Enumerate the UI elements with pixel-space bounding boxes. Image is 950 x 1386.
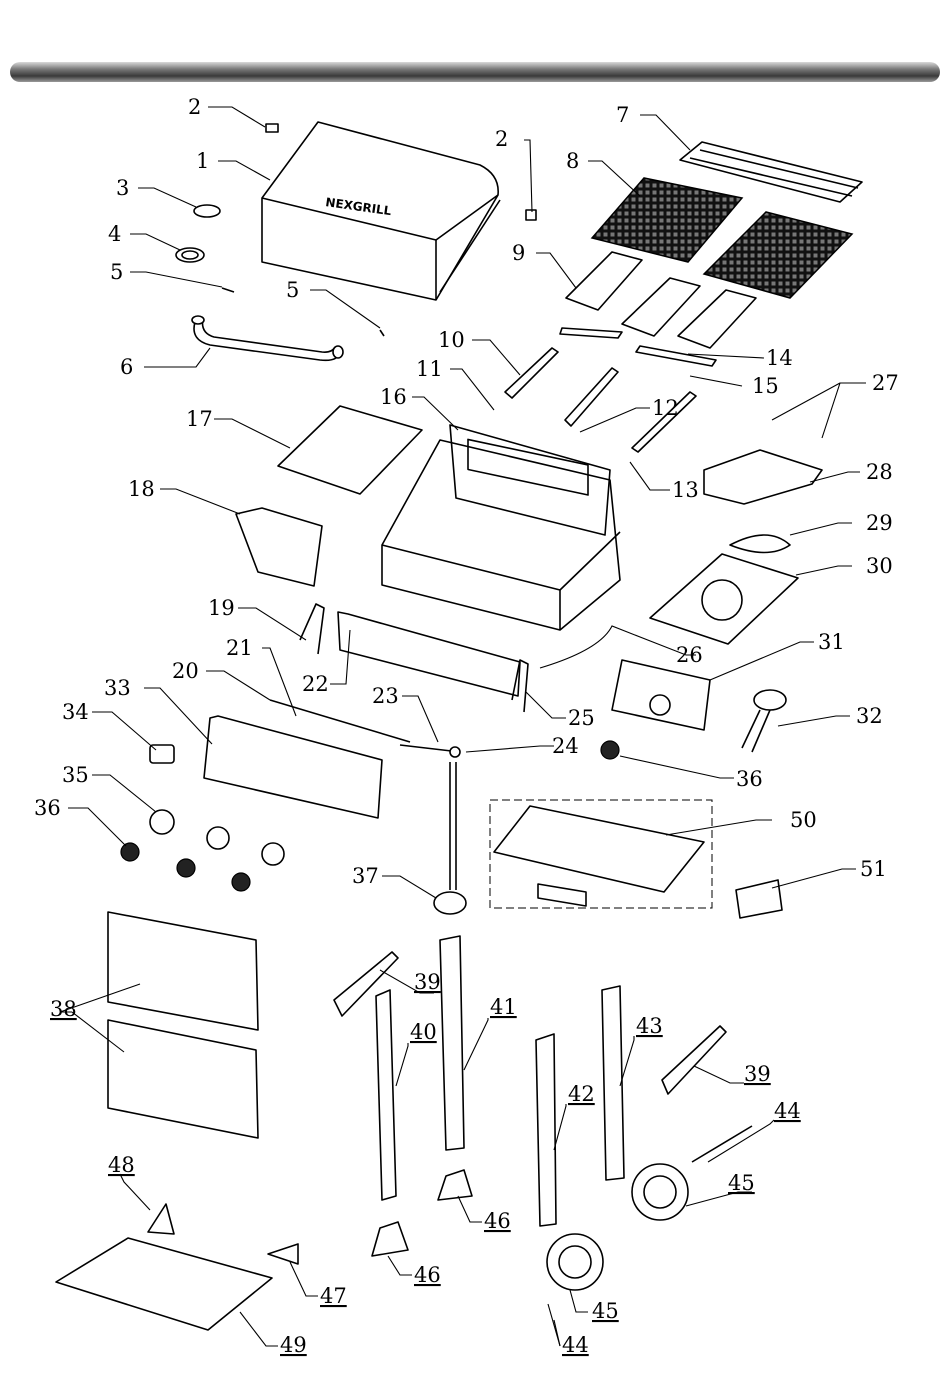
callout-47: 47 [320, 1284, 347, 1308]
callout-7: 7 [616, 103, 629, 127]
callout-51: 51 [860, 857, 887, 881]
callout-28: 28 [866, 460, 893, 484]
callout-43: 43 [636, 1014, 663, 1038]
callout-38: 38 [50, 997, 77, 1021]
callout-45a: 45 [728, 1171, 755, 1195]
callout-34: 34 [62, 700, 89, 724]
callout-37: 37 [352, 864, 379, 888]
part-side-shelf-cover-left [236, 508, 322, 586]
part-regulator [434, 762, 466, 914]
callout-13: 13 [672, 478, 699, 502]
callout-19: 19 [208, 596, 235, 620]
part-cooking-grate-left [592, 178, 742, 262]
callout-39a: 39 [414, 970, 441, 994]
part-screw [222, 288, 234, 292]
callout-21: 21 [226, 636, 253, 660]
callout-31: 31 [818, 630, 845, 654]
callout-40: 40 [410, 1020, 437, 1044]
part-bottom-shelf [56, 1204, 298, 1330]
part-control-panel [204, 716, 382, 818]
callout-35: 35 [62, 763, 89, 787]
callout-15: 15 [752, 374, 779, 398]
callout-32: 32 [856, 704, 883, 728]
callout-44a: 44 [774, 1099, 801, 1123]
callout-25: 25 [568, 706, 595, 730]
part-side-shelf-left [278, 406, 422, 494]
callout-49: 49 [280, 1333, 307, 1357]
callout-11: 11 [416, 357, 443, 381]
callout-18: 18 [128, 477, 155, 501]
callout-8: 8 [566, 149, 579, 173]
part-grease-cup [736, 880, 782, 918]
part-grease-tray [490, 800, 712, 908]
callout-9: 9 [512, 241, 525, 265]
callout-26: 26 [676, 643, 703, 667]
callout-46a: 46 [484, 1209, 511, 1233]
callout-48: 48 [108, 1153, 135, 1177]
callout-2a: 2 [188, 95, 201, 119]
callout-20: 20 [172, 659, 199, 683]
callout-10: 10 [438, 328, 465, 352]
callout-33: 33 [104, 676, 131, 700]
part-gasket [176, 248, 204, 262]
callout-46b: 46 [414, 1263, 441, 1287]
part-thermometer [194, 205, 220, 217]
callout-45b: 45 [592, 1299, 619, 1323]
part-cooking-grate-right [704, 212, 852, 298]
callout-27: 27 [872, 371, 899, 395]
callout-17: 17 [186, 407, 213, 431]
part-bezel [266, 124, 278, 132]
part-side-burner-panel [612, 660, 710, 730]
part-lid: NEXGRILL [262, 122, 500, 300]
callout-39b: 39 [744, 1062, 771, 1086]
callout-36a: 36 [34, 796, 61, 820]
part-doors [108, 912, 258, 1138]
header-bar [10, 62, 940, 82]
callout-3: 3 [116, 176, 129, 200]
callout-42: 42 [568, 1082, 595, 1106]
callout-41: 41 [490, 995, 517, 1019]
callout-12: 12 [652, 396, 679, 420]
callout-16: 16 [380, 385, 407, 409]
part-front-panel [338, 612, 520, 696]
part-firebox [382, 425, 620, 630]
callout-14: 14 [766, 346, 793, 370]
part-bezel-2 [526, 210, 536, 220]
callout-36b: 36 [736, 767, 763, 791]
callout-23: 23 [372, 684, 399, 708]
callout-1: 1 [196, 149, 209, 173]
callout-30: 30 [866, 554, 893, 578]
callout-50: 50 [790, 808, 817, 832]
callout-6: 6 [120, 355, 133, 379]
part-wheels [547, 1126, 752, 1290]
leader-lines [60, 107, 866, 1346]
callout-5a: 5 [110, 260, 123, 284]
callout-24: 24 [552, 734, 579, 758]
callout-44b: 44 [562, 1333, 589, 1357]
part-side-burner [742, 690, 786, 752]
part-handle [192, 316, 343, 360]
part-screw-2 [380, 330, 384, 336]
callout-4: 4 [108, 222, 121, 246]
callout-29: 29 [866, 511, 893, 535]
callout-2b: 2 [495, 127, 508, 151]
callout-5b: 5 [286, 278, 299, 302]
callout-22: 22 [302, 672, 329, 696]
